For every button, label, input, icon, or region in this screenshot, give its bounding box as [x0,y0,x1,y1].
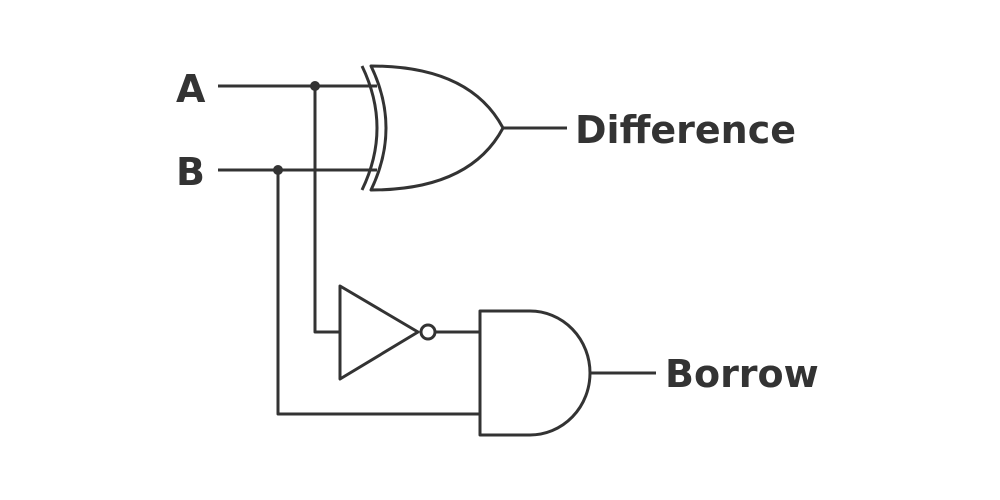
xor-gate [360,64,505,192]
and-gate [478,309,592,437]
junction-a [310,81,320,91]
not-gate [338,284,437,381]
xor-gate-body [369,64,505,192]
wire-b-to-and [276,170,480,416]
input-b-label: B [176,150,205,194]
not-gate-triangle [338,284,420,381]
xor-gate-back-arc [360,65,379,191]
borrow-output-label: Borrow [665,352,819,396]
not-gate-bubble [419,323,437,341]
junction-b [273,165,283,175]
difference-output-label: Difference [575,108,796,152]
input-a-label: A [176,67,206,111]
wire-a-to-not [313,86,340,334]
